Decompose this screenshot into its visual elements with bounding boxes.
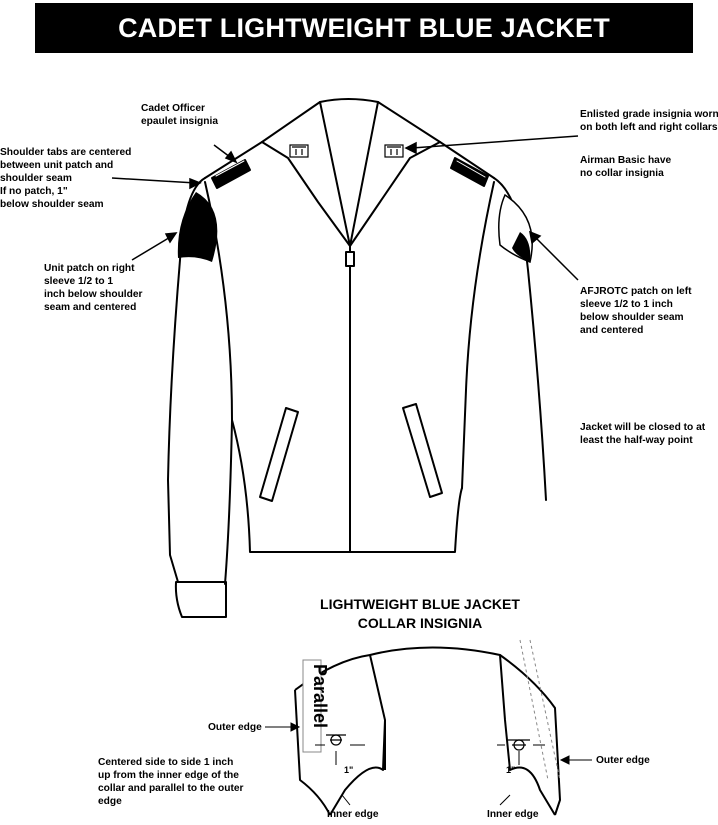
collar-insignia-detail-right xyxy=(508,739,530,751)
parallel-bar xyxy=(302,659,322,753)
collar-detail xyxy=(294,646,561,816)
outer-edge-label-right: Outer edge xyxy=(596,755,650,766)
inner-edge-label-right: Inner edge xyxy=(487,809,539,820)
parallel-label: Parallel xyxy=(310,664,330,729)
jacket-shoulder-right xyxy=(439,141,495,179)
pocket-left xyxy=(259,407,299,502)
one-inch-right: 1" xyxy=(506,765,516,775)
epaulet-right xyxy=(450,157,489,187)
collar-insignia-right xyxy=(384,144,404,158)
page-title: CADET LIGHTWEIGHT BLUE JACKET xyxy=(118,12,610,43)
collar-insignia-detail-left xyxy=(326,734,346,746)
outer-edge-label-left: Outer edge xyxy=(208,722,262,733)
jacket-cuff-left xyxy=(174,581,227,618)
one-inch-left: 1" xyxy=(344,765,354,775)
pocket-right xyxy=(402,403,443,498)
inner-edge-label-left: Inner edge xyxy=(327,809,379,820)
jacket-collar xyxy=(261,98,441,247)
jacket-sleeve-left xyxy=(167,177,206,583)
epaulet-left xyxy=(211,159,251,189)
collar-insignia-left xyxy=(289,144,309,158)
title-bar: CADET LIGHTWEIGHT BLUE JACKET xyxy=(35,3,693,53)
unit-patch xyxy=(177,192,218,262)
